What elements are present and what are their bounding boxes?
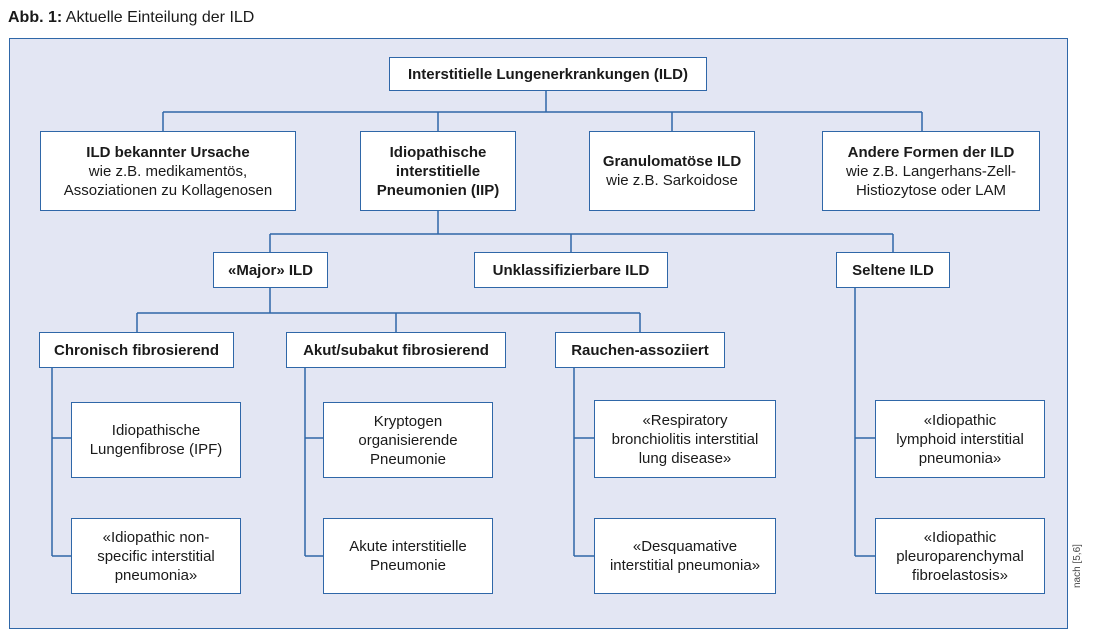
- node-known-cause-title: ILD bekannter Ursache: [86, 143, 250, 161]
- leaf-ppfe-label: «Idiopathic pleuroparenchymal fibroelast…: [896, 528, 1024, 584]
- node-iip: Idiopathische interstitielle Pneumonien …: [360, 131, 516, 211]
- leaf-ipf-label: Idiopathische Lungenfibrose (IPF): [89, 422, 223, 458]
- leaf-rbild-label: «Respiratory bronchiolitis interstitial …: [611, 411, 759, 467]
- node-rare-ild-label: Seltene ILD: [852, 261, 934, 279]
- node-other-forms-title: Andere Formen der ILD: [847, 143, 1015, 161]
- node-major-ild: «Major» ILD: [213, 252, 328, 288]
- leaf-lip-label: «Idiopathic lymphoid interstitial pneumo…: [896, 411, 1024, 467]
- leaf-aip: Akute interstitielle Pneumonie: [323, 518, 493, 594]
- leaf-ipf: Idiopathische Lungenfibrose (IPF): [71, 402, 241, 478]
- node-known-cause-desc: wie z.B. medikamentös, Assoziationen zu …: [63, 162, 273, 199]
- node-granulomatous-title: Granulomatöse ILD: [602, 153, 742, 170]
- node-other-forms: Andere Formen der ILD wie z.B. Langerhan…: [822, 131, 1040, 211]
- leaf-cop-label: Kryptogen organisierende Pneumonie: [358, 412, 458, 468]
- leaf-aip-label: Akute interstitielle Pneumonie: [349, 538, 467, 574]
- node-iip-title: Idiopathische interstitielle Pneumonien …: [376, 143, 500, 199]
- node-major-ild-label: «Major» ILD: [227, 261, 314, 279]
- node-other-forms-desc: wie z.B. Langerhans-Zell- Histiozytose o…: [845, 162, 1017, 199]
- node-known-cause: ILD bekannter Ursache wie z.B. medikamen…: [40, 131, 296, 211]
- leaf-dip: «Desquamative interstitial pneumonia»: [594, 518, 776, 594]
- node-acute-fibrosing: Akut/subakut fibrosierend: [286, 332, 506, 368]
- node-smoking-associated: Rauchen-assoziiert: [555, 332, 725, 368]
- leaf-ppfe: «Idiopathic pleuroparenchymal fibroelast…: [875, 518, 1045, 594]
- node-chronic-fibrosing: Chronisch fibrosierend: [39, 332, 234, 368]
- node-acute-fibrosing-label: Akut/subakut fibrosierend: [303, 341, 489, 359]
- leaf-cop: Kryptogen organisierende Pneumonie: [323, 402, 493, 478]
- figure-label: Abb. 1:: [8, 9, 63, 26]
- source-note: nach [5,6]: [1072, 544, 1083, 588]
- figure-caption: Abb. 1: Aktuelle Einteilung der ILD: [8, 8, 254, 28]
- leaf-nsip: «Idiopathic non- specific interstitial p…: [71, 518, 241, 594]
- leaf-lip: «Idiopathic lymphoid interstitial pneumo…: [875, 400, 1045, 478]
- node-smoking-associated-label: Rauchen-assoziiert: [571, 341, 709, 359]
- leaf-dip-label: «Desquamative interstitial pneumonia»: [609, 538, 761, 574]
- node-rare-ild: Seltene ILD: [836, 252, 950, 288]
- node-unclassifiable-ild: Unklassifizierbare ILD: [474, 252, 668, 288]
- leaf-rbild: «Respiratory bronchiolitis interstitial …: [594, 400, 776, 478]
- root-title: Interstitielle Lungenerkrankungen (ILD): [407, 65, 689, 83]
- root-node: Interstitielle Lungenerkrankungen (ILD): [389, 57, 707, 91]
- node-unclassifiable-ild-label: Unklassifizierbare ILD: [492, 261, 650, 279]
- figure-title: Aktuelle Einteilung der ILD: [65, 9, 255, 26]
- node-granulomatous-desc: wie z.B. Sarkoidose: [606, 172, 738, 189]
- node-granulomatous: Granulomatöse ILD wie z.B. Sarkoidose: [589, 131, 755, 211]
- leaf-nsip-label: «Idiopathic non- specific interstitial p…: [97, 528, 215, 584]
- node-chronic-fibrosing-label: Chronisch fibrosierend: [53, 341, 220, 359]
